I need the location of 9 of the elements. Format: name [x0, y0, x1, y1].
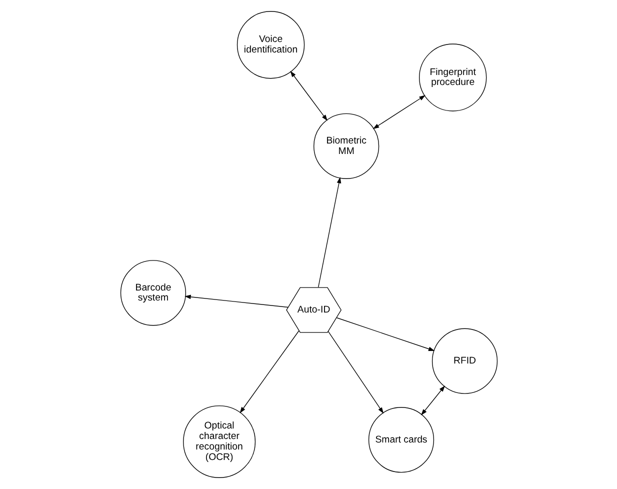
- arrow: [420, 386, 445, 416]
- arrow: [336, 317, 434, 351]
- arrow: [318, 176, 341, 288]
- arrow: [184, 294, 288, 308]
- arrow: [327, 331, 384, 414]
- arrow: [290, 70, 327, 121]
- node-circle: Barcode system: [120, 260, 186, 326]
- arrow: [239, 330, 299, 414]
- arrow: [372, 95, 425, 130]
